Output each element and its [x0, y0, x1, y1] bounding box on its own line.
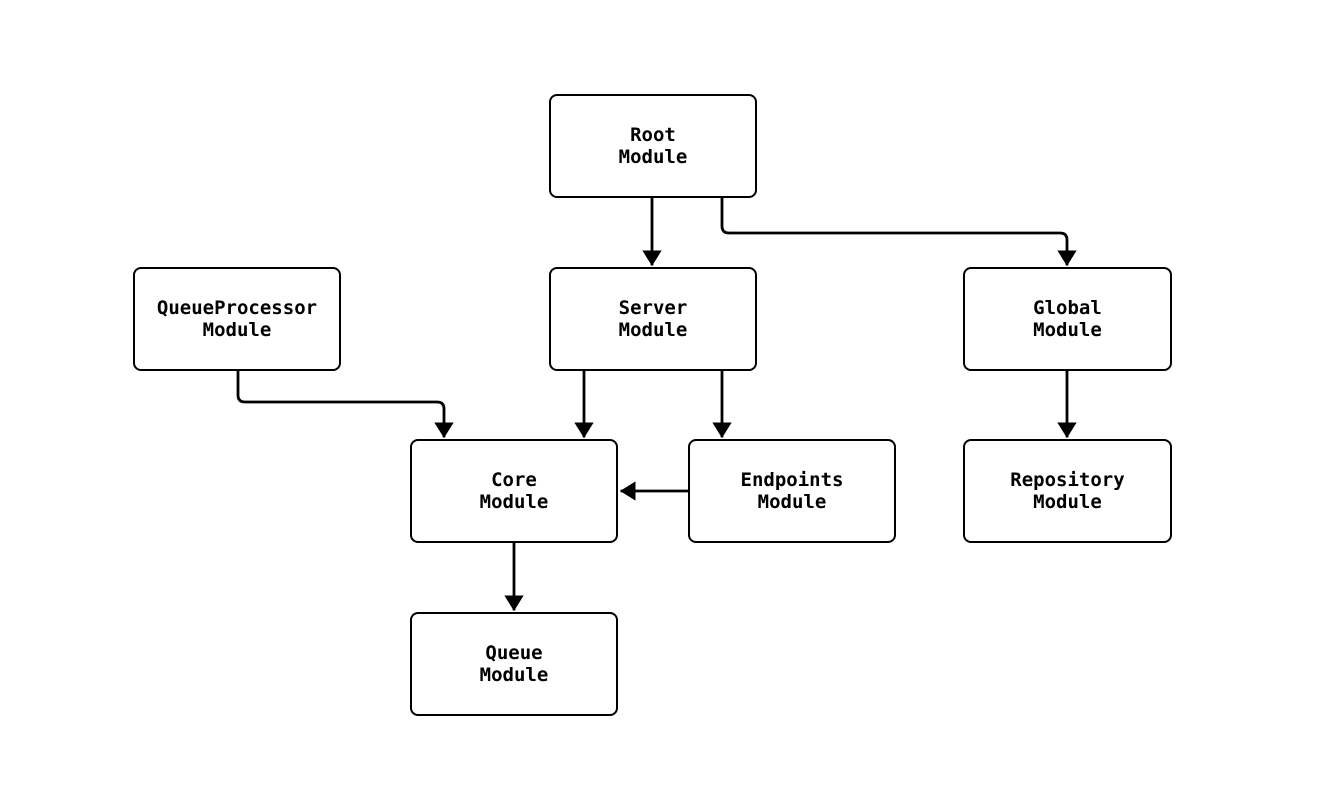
node-label-line: Global [1033, 297, 1102, 319]
node-label-line: Module [1033, 319, 1102, 341]
node-label-line: Core [491, 469, 537, 491]
node-label-line: Module [757, 491, 827, 513]
node-label-line: Module [479, 491, 549, 513]
edge-root-to-global [720, 196, 1077, 266]
node-label-line: Module [1033, 491, 1102, 513]
edge-queueprocessor-to-core [236, 369, 454, 438]
node-label-line: Queue [485, 642, 543, 664]
node-label-line: Module [618, 146, 688, 168]
node-label-line: Endpoints [740, 469, 844, 491]
node-label-line: Module [479, 664, 549, 686]
node-label-line: Module [202, 319, 272, 341]
node-label-line: Root [630, 124, 676, 146]
node-label-line: QueueProcessor [156, 297, 318, 319]
node-label-line: Server [618, 297, 688, 319]
node-label-line: Repository [1010, 469, 1125, 491]
node-label-line: Module [618, 319, 688, 341]
edge-group [236, 196, 1077, 611]
